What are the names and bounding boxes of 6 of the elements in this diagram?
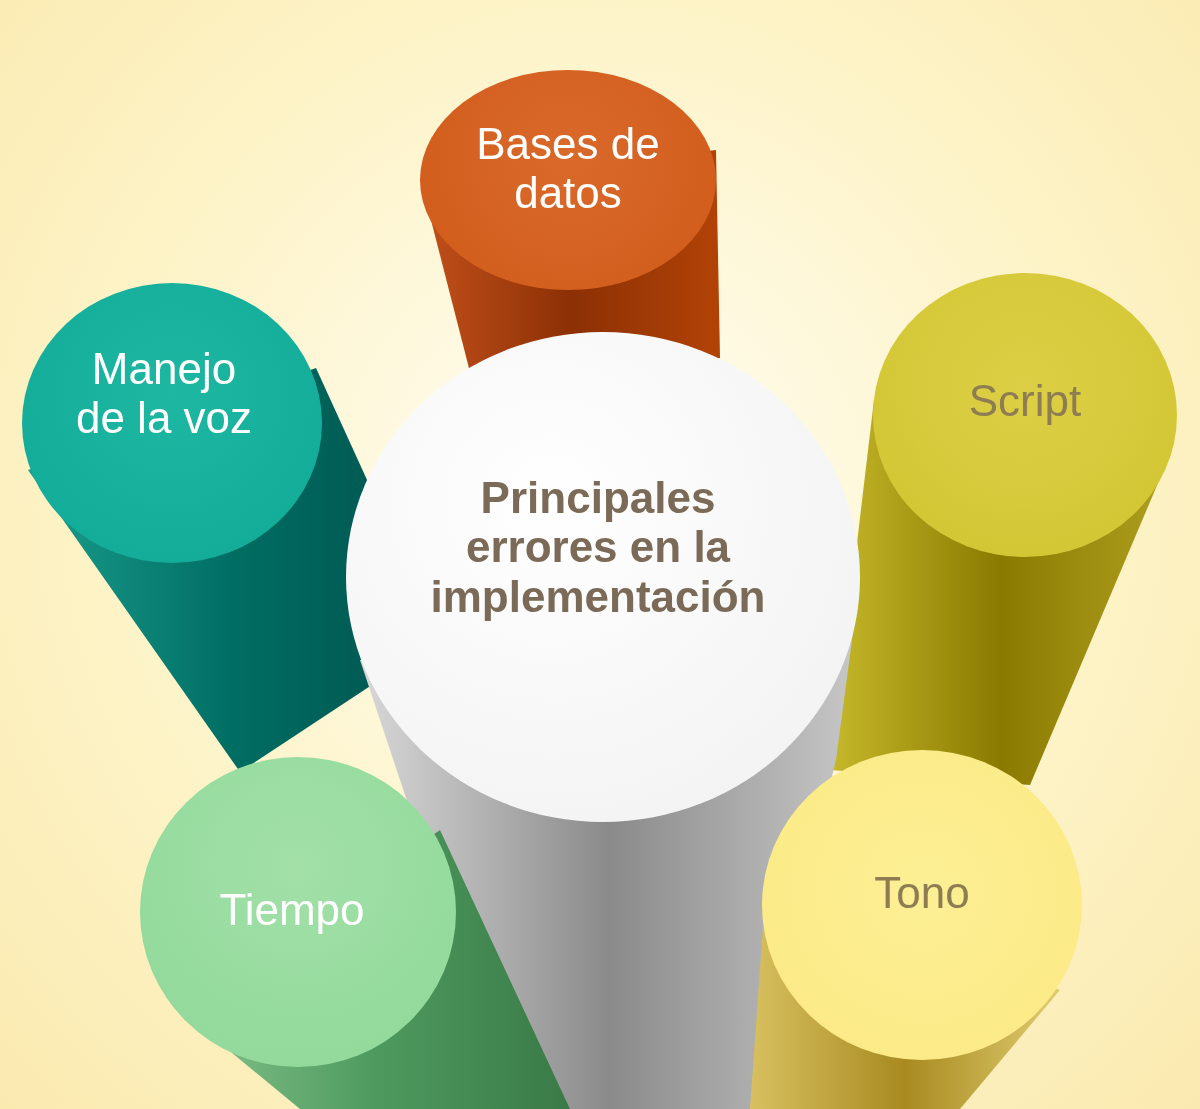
- node-label: Manejo de la voz: [74, 343, 254, 443]
- node-label: Tiempo: [219, 885, 365, 935]
- node-label: Bases de datos: [475, 118, 661, 218]
- node-label: Script: [968, 376, 1082, 426]
- node-label: Principales errores en la implementación: [429, 473, 767, 621]
- node-label: Tono: [874, 868, 970, 918]
